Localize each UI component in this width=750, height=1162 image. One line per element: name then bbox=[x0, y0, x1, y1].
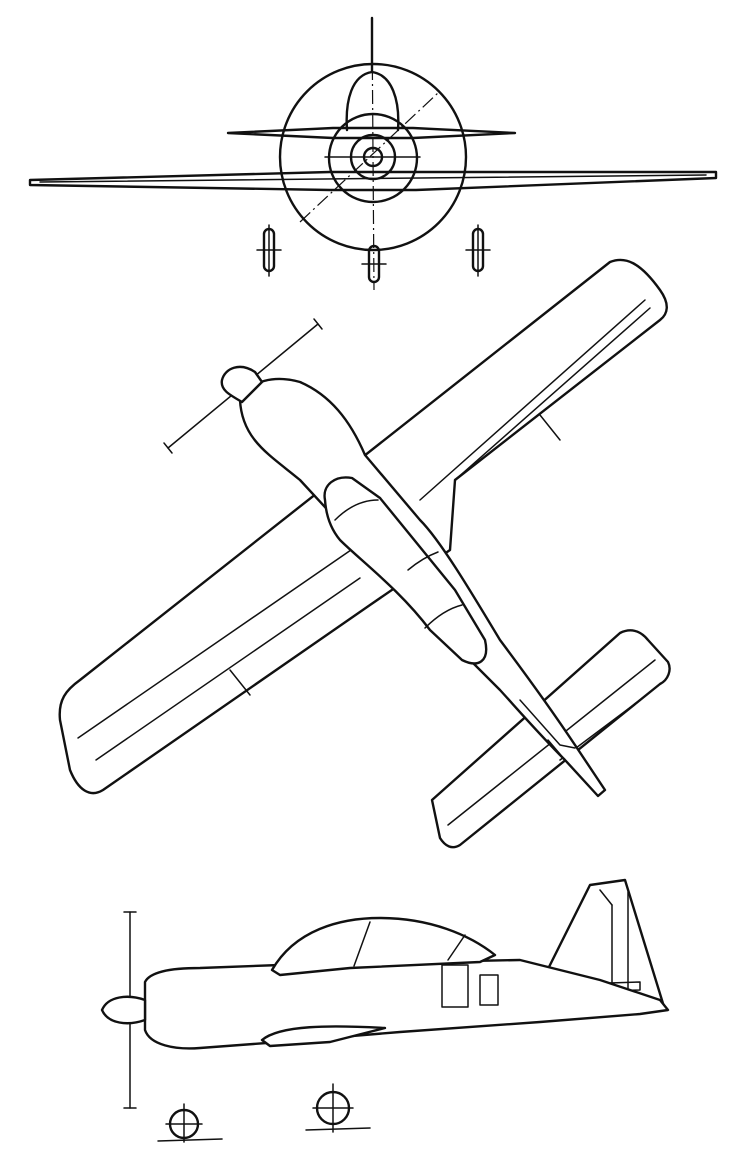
propeller-blade-axis bbox=[299, 92, 439, 223]
top-left-wing-chord-line bbox=[77, 529, 381, 739]
side-wing-fairing bbox=[260, 1025, 387, 1048]
side-spinner bbox=[100, 995, 147, 1025]
front-main-wing bbox=[28, 170, 718, 192]
side-small-hatch bbox=[479, 974, 499, 1006]
front-wheel-left bbox=[256, 224, 282, 277]
top-spinner bbox=[220, 365, 264, 404]
side-canopy-frame bbox=[353, 921, 371, 967]
front-view bbox=[28, 16, 718, 291]
front-wheel-center bbox=[361, 244, 387, 284]
side-canopy bbox=[270, 916, 497, 977]
top-right-flap-line bbox=[419, 299, 646, 501]
top-right-aileron-break bbox=[539, 414, 561, 441]
propeller-disc bbox=[278, 62, 468, 252]
front-wheel-right bbox=[465, 224, 491, 277]
side-nose-wheel bbox=[305, 1083, 371, 1133]
side-fuselage bbox=[143, 958, 670, 1050]
front-horizontal-tail bbox=[226, 126, 517, 140]
side-access-hatch bbox=[441, 964, 469, 1008]
front-canopy bbox=[345, 70, 400, 132]
front-fuselage bbox=[327, 112, 419, 204]
side-view bbox=[100, 878, 670, 1143]
front-vertical-axis bbox=[371, 17, 375, 291]
top-view bbox=[58, 258, 671, 849]
top-canopy bbox=[323, 476, 488, 665]
top-left-flap-line bbox=[95, 577, 361, 761]
top-left-aileron-break bbox=[229, 669, 251, 696]
side-main-wheel bbox=[157, 1103, 223, 1143]
